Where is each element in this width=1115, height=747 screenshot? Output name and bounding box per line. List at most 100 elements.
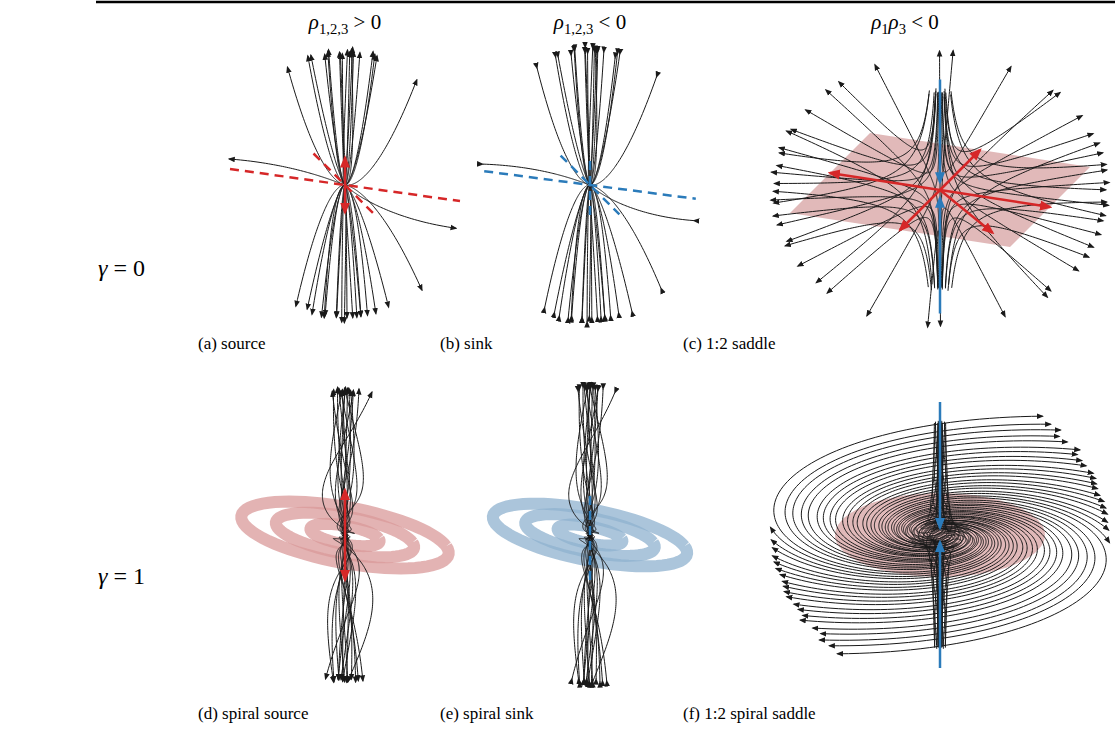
streamline — [337, 388, 363, 535]
streamline — [585, 391, 601, 535]
streamline — [867, 93, 940, 316]
column-header: ρ1,2,3 < 0 — [554, 10, 626, 39]
streamline — [333, 534, 372, 682]
eigen-direction — [939, 542, 942, 668]
subfigure-caption: (e) spiral sink — [440, 704, 533, 724]
streamline — [940, 208, 1005, 316]
streamline — [330, 390, 351, 535]
streamline — [592, 58, 616, 184]
streamline — [343, 50, 347, 185]
phase-portrait — [771, 402, 1110, 668]
streamline — [863, 424, 1100, 551]
streamline — [336, 535, 363, 681]
eigen-direction — [344, 535, 347, 580]
phase-portrait — [483, 47, 696, 322]
streamline — [944, 94, 1093, 247]
streamline — [944, 91, 1093, 166]
streamline — [871, 486, 1106, 648]
streamline — [879, 423, 1108, 548]
streamline — [952, 202, 1107, 288]
streamline — [572, 186, 589, 316]
streamline — [827, 217, 938, 293]
streamline — [322, 392, 372, 535]
streamline — [776, 423, 1013, 587]
streamline — [843, 425, 1094, 556]
phase-portrait — [771, 51, 1109, 328]
streamline — [346, 187, 361, 317]
streamline — [839, 82, 936, 150]
eigen-direction — [939, 198, 942, 314]
streamline — [821, 504, 1079, 645]
streamline — [569, 393, 615, 536]
streamline — [948, 226, 1089, 291]
streamline — [296, 185, 343, 306]
subfigure-caption: (a) source — [198, 334, 266, 354]
streamline — [771, 197, 938, 288]
streamline — [780, 422, 1017, 590]
streamline — [583, 388, 608, 536]
eigen-direction — [589, 490, 592, 580]
streamline — [774, 94, 929, 203]
streamline — [556, 57, 589, 184]
streamline — [785, 223, 931, 291]
eigen-direction — [940, 150, 980, 190]
column-header: ρ1ρ3 < 0 — [871, 10, 939, 39]
streamline — [816, 96, 935, 282]
streamline — [591, 187, 604, 317]
eigen-direction — [940, 190, 993, 233]
streamline — [774, 92, 934, 183]
streamline — [771, 92, 937, 180]
streamline — [344, 186, 346, 323]
streamline — [945, 89, 1060, 152]
streamline — [578, 391, 597, 535]
streamline — [784, 516, 1028, 645]
streamline — [801, 436, 1059, 649]
streamline — [537, 68, 588, 184]
streamline — [347, 80, 417, 185]
column-header: ρ1,2,3 > 0 — [309, 10, 381, 39]
phase-portrait — [493, 387, 687, 682]
streamline — [545, 185, 588, 307]
streamline — [928, 231, 940, 327]
streamline — [774, 520, 1009, 646]
streamline — [773, 191, 928, 287]
eigen-direction — [344, 158, 347, 186]
streamline — [337, 186, 345, 316]
subfigure-caption: (c) 1:2 saddle — [683, 334, 776, 354]
eigen-direction — [314, 154, 377, 217]
streamline — [287, 67, 343, 184]
eigen-direction — [900, 190, 940, 230]
eigen-direction — [589, 155, 592, 215]
streamline — [787, 94, 936, 241]
streamline — [346, 187, 357, 317]
streamline — [592, 77, 657, 185]
streamline — [339, 389, 359, 534]
streamline — [346, 187, 361, 316]
eigen-direction — [344, 185, 347, 213]
streamline — [591, 52, 604, 184]
streamline — [591, 186, 610, 316]
streamline — [791, 91, 936, 165]
subfigure-caption: (f) 1:2 spiral saddle — [683, 704, 816, 724]
streamline — [558, 57, 589, 184]
eigen-direction — [939, 402, 942, 528]
streamline — [779, 90, 929, 162]
streamline — [591, 51, 597, 185]
streamline — [325, 186, 343, 316]
eigen-direction — [830, 173, 940, 190]
streamline — [830, 456, 1082, 649]
subfigure-caption: (d) spiral source — [198, 704, 308, 724]
streamline — [582, 186, 590, 317]
row-label: γ = 1 — [98, 562, 145, 591]
row-label: γ = 0 — [98, 254, 145, 283]
streamline — [941, 93, 1078, 271]
streamline — [945, 209, 1103, 289]
phase-portrait — [241, 387, 448, 682]
eigen-direction — [939, 80, 942, 183]
streamline — [340, 391, 357, 535]
streamline — [311, 55, 344, 184]
eigen-direction — [561, 156, 620, 215]
streamline — [336, 187, 344, 318]
streamline — [339, 536, 348, 682]
